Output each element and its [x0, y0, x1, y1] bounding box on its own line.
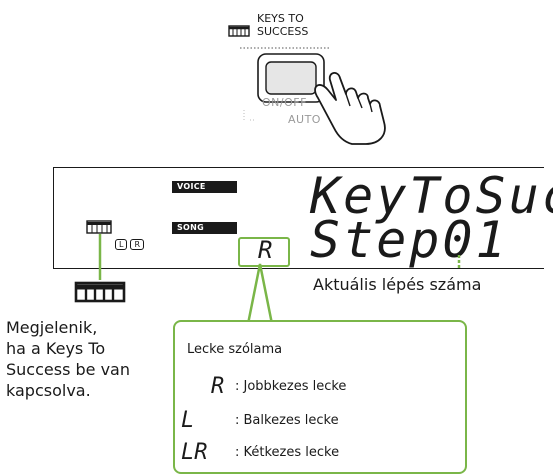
keyboard-icon — [74, 281, 126, 307]
callout-pointer — [230, 262, 290, 324]
legend-title: Lecke szólama — [187, 342, 282, 357]
part-legend-callout: Lecke szólama R : Jobbkezes lecke L : Ba… — [173, 320, 467, 474]
legend-label: : Jobbkezes lecke — [235, 379, 346, 394]
legend-item: R : Jobbkezes lecke — [211, 374, 346, 399]
legend-glyph-lr: LR — [181, 440, 235, 465]
hand-pointer-icon — [300, 60, 400, 150]
legend-label: : Kétkezes lecke — [235, 445, 339, 460]
step-display-text: Step01 — [310, 212, 509, 268]
legend-item: LR : Kétkezes lecke — [181, 440, 339, 465]
keys-icon-caption: Megjelenik, ha a Keys To Success be van … — [6, 317, 130, 401]
legend-label: : Balkezes lecke — [235, 413, 339, 428]
part-indicator-text: R — [258, 236, 275, 264]
keyboard-leader-line — [90, 234, 110, 284]
step-marker — [452, 255, 466, 275]
lr-left-box: L — [115, 239, 127, 250]
lr-right-box: R — [130, 239, 144, 250]
small-keyboard-icon — [228, 22, 250, 41]
step-caption: Aktuális lépés száma — [313, 274, 481, 295]
song-tag: SONG — [172, 222, 237, 234]
legend-glyph-l: L — [181, 408, 235, 433]
legend-glyph-r: R — [211, 374, 235, 399]
legend-item: L : Balkezes lecke — [181, 408, 339, 433]
voice-tag: VOICE — [172, 181, 237, 193]
keys-to-success-label: KEYS TO SUCCESS — [257, 12, 308, 38]
